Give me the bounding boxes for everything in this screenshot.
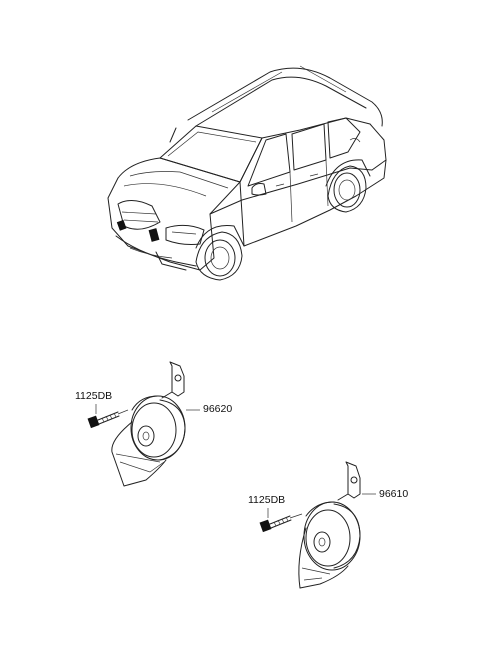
bolt-label-1125db: 1125DB: [75, 390, 113, 402]
part-label-96620: 96620: [203, 403, 233, 415]
vehicle-illustration: [107, 65, 387, 281]
bolt-96620: [87, 404, 129, 429]
horn-96610: [298, 461, 376, 589]
horn-96620: [111, 361, 200, 487]
bolt-96610: [259, 508, 303, 533]
part-label-96610: 96610: [379, 488, 409, 500]
bolt-label-1125db-2: 1125DB: [248, 494, 286, 506]
